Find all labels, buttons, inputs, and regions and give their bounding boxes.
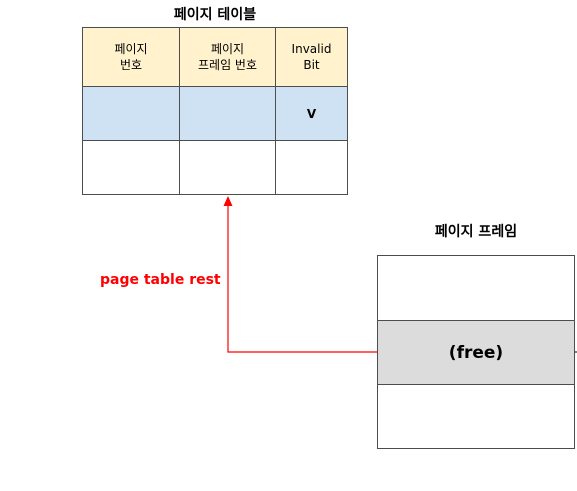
page-table: 페이지 번호 페이지 프레임 번호 Invalid Bit V — [82, 27, 348, 195]
arrow-head-icon — [223, 196, 233, 206]
table-cell — [82, 140, 180, 195]
table-row — [82, 140, 348, 195]
frame-slot-free: (free) — [378, 320, 574, 384]
arrow-line — [227, 205, 377, 353]
arrow-label: page table rest — [100, 272, 221, 288]
page-frame-title: 페이지 프레임 — [434, 224, 518, 240]
table-cell — [179, 140, 276, 195]
header-page-frame-number: 페이지 프레임 번호 — [179, 27, 276, 87]
invalid-bit-cell: V — [275, 86, 348, 141]
page-table-title: 페이지 테이블 — [173, 7, 257, 23]
table-row: V — [82, 86, 348, 141]
header-invalid-bit: Invalid Bit — [275, 27, 348, 87]
frame-slot — [378, 384, 574, 448]
table-cell — [179, 86, 276, 141]
page-frame-table: (free) — [377, 255, 575, 449]
table-cell — [275, 140, 348, 195]
